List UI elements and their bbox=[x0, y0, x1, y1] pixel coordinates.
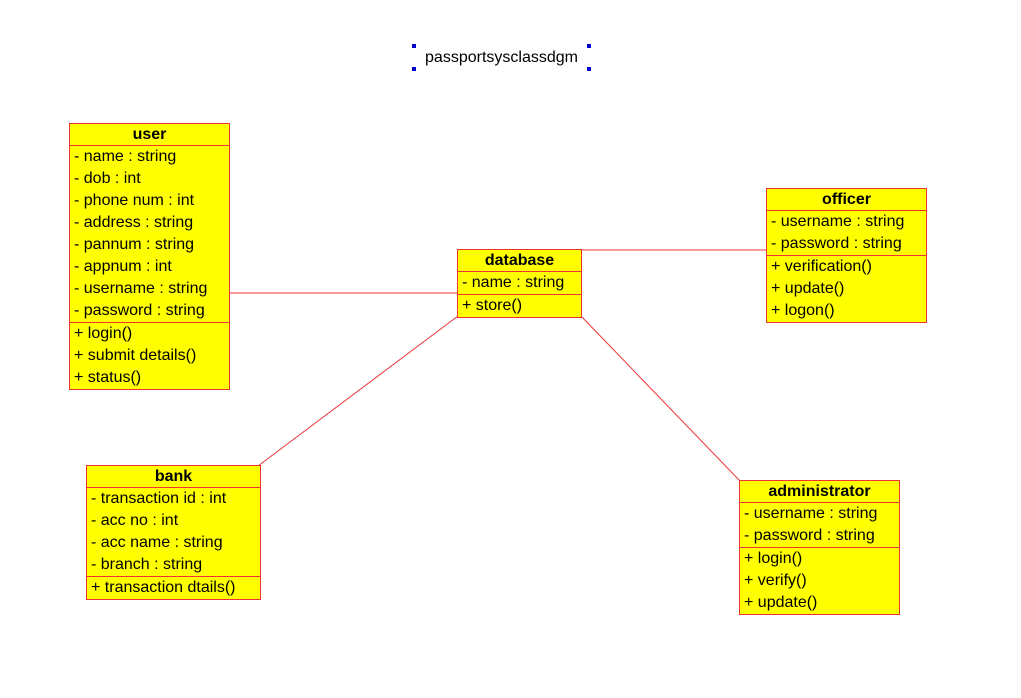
operation: + submit details() bbox=[74, 347, 197, 364]
operation: + verification() bbox=[771, 258, 872, 275]
attributes-section: - name : string bbox=[458, 272, 581, 295]
class-name: administrator bbox=[740, 481, 899, 503]
operations-section: + login() + verify() + update() bbox=[740, 548, 899, 614]
attribute: - password : string bbox=[771, 235, 902, 252]
attribute: - phone num : int bbox=[74, 192, 195, 209]
selection-handle-top-right[interactable] bbox=[587, 44, 591, 48]
attribute: - username : string bbox=[74, 280, 208, 297]
selection-handle-bottom-left[interactable] bbox=[412, 67, 416, 71]
class-database[interactable]: database - name : string + store() bbox=[457, 249, 582, 318]
operations-section: + transaction dtails() bbox=[87, 577, 260, 599]
attribute: - acc name : string bbox=[91, 534, 223, 551]
operation: + logon() bbox=[771, 302, 835, 319]
attribute: - name : string bbox=[462, 274, 565, 291]
class-administrator[interactable]: administrator - username : string - pass… bbox=[739, 480, 900, 615]
operation: + store() bbox=[462, 297, 523, 314]
operation: + update() bbox=[771, 280, 845, 297]
attribute: - dob : int bbox=[74, 170, 141, 187]
attribute: - username : string bbox=[771, 213, 905, 230]
attribute: - acc no : int bbox=[91, 512, 179, 529]
selection-handle-top-left[interactable] bbox=[412, 44, 416, 48]
diagram-title[interactable]: passportsysclassdgm bbox=[412, 44, 591, 71]
attributes-section: - name : string - dob : int - phone num … bbox=[70, 146, 229, 323]
operation: + status() bbox=[74, 369, 142, 386]
attribute: - password : string bbox=[74, 302, 205, 319]
operation: + transaction dtails() bbox=[91, 579, 236, 596]
attributes-section: - username : string - password : string bbox=[740, 503, 899, 548]
class-officer[interactable]: officer - username : string - password :… bbox=[766, 188, 927, 323]
operations-section: + verification() + update() + logon() bbox=[767, 256, 926, 322]
attribute: - appnum : int bbox=[74, 258, 172, 275]
attributes-section: - username : string - password : string bbox=[767, 211, 926, 256]
class-name: bank bbox=[87, 466, 260, 488]
class-name: database bbox=[458, 250, 581, 272]
association-database-administrator[interactable] bbox=[580, 315, 741, 482]
selection-handle-bottom-right[interactable] bbox=[587, 67, 591, 71]
operation: + login() bbox=[74, 325, 133, 342]
attribute: - pannum : string bbox=[74, 236, 195, 253]
association-database-bank[interactable] bbox=[257, 315, 459, 467]
attribute: - address : string bbox=[74, 214, 194, 231]
attribute: - password : string bbox=[744, 527, 875, 544]
attribute: - transaction id : int bbox=[91, 490, 227, 507]
operation: + login() bbox=[744, 550, 803, 567]
class-bank[interactable]: bank - transaction id : int - acc no : i… bbox=[86, 465, 261, 600]
class-name: user bbox=[70, 124, 229, 146]
attributes-section: - transaction id : int - acc no : int - … bbox=[87, 488, 260, 577]
attribute: - branch : string bbox=[91, 556, 203, 573]
operations-section: + store() bbox=[458, 295, 581, 317]
class-name: officer bbox=[767, 189, 926, 211]
class-user[interactable]: user - name : string - dob : int - phone… bbox=[69, 123, 230, 390]
attribute: - name : string bbox=[74, 148, 177, 165]
operation: + update() bbox=[744, 594, 818, 611]
operation: + verify() bbox=[744, 572, 807, 589]
attribute: - username : string bbox=[744, 505, 878, 522]
diagram-title-text: passportsysclassdgm bbox=[425, 49, 578, 66]
operations-section: + login() + submit details() + status() bbox=[70, 323, 229, 389]
